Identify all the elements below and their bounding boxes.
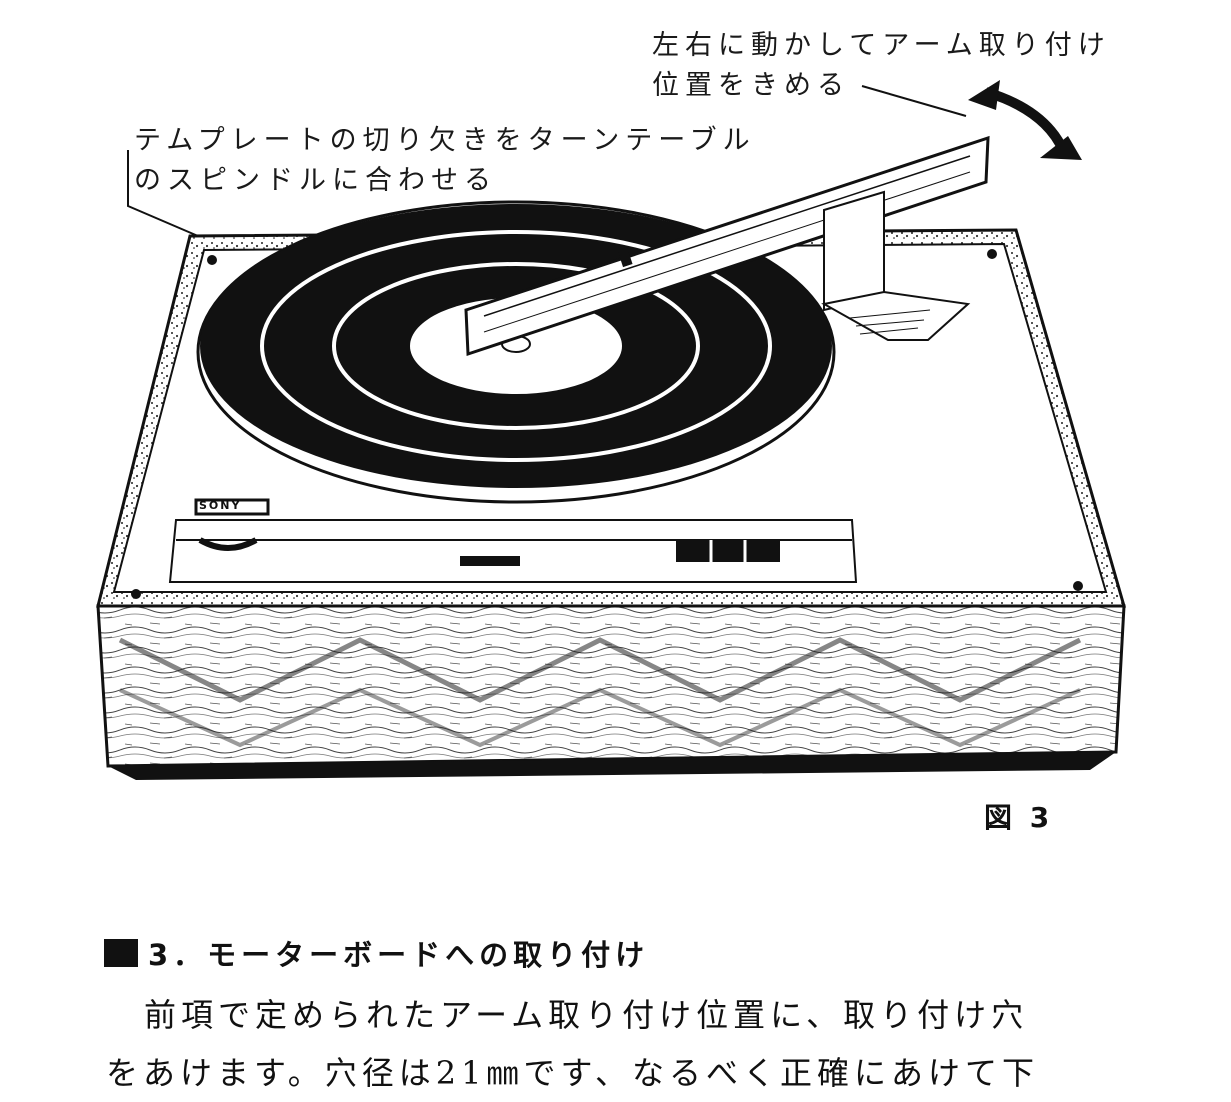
square-bullet-icon [104, 939, 138, 967]
arm-callout-line-1: 左右に動かしてアーム取り付け [652, 30, 1111, 61]
rotate-arrow-icon [968, 80, 1082, 160]
brand-plate: SONY [199, 499, 242, 512]
template-leader-line [127, 150, 199, 237]
template-callout-line-2: のスピンドルに合わせる [134, 165, 497, 196]
turntable-figure: 左右に動かしてアーム取り付け 位置をきめる テムプレートの切り欠きをターンテーブ… [96, 26, 1126, 780]
template-callout: テムプレートの切り欠きをターンテーブル のスピンドルに合わせる [134, 121, 756, 201]
arm-leader-line [861, 85, 967, 117]
figure-label: 図 3 [984, 801, 1054, 834]
section-body: 前項で定められたアーム取り付け位置に、取り付け穴 をあけます。穴径は21㎜です、… [106, 986, 1226, 1102]
turntable-illustration [96, 80, 1126, 780]
template-callout-line-1: テムプレートの切り欠きをターンテーブル [134, 125, 756, 156]
body-line-2: をあけます。穴径は21㎜です、なるべく正確にあけて下 [106, 1054, 1039, 1092]
body-line-1: 前項で定められたアーム取り付け位置に、取り付け穴 [144, 996, 1029, 1034]
section-heading: 3．モーターボードへの取り付け [104, 932, 649, 974]
arm-callout-line-2: 位置をきめる [652, 70, 850, 101]
section-heading-text: 3．モーターボードへの取り付け [148, 938, 650, 972]
arm-template [464, 135, 990, 357]
arm-position-callout: 左右に動かしてアーム取り付け 位置をきめる [652, 26, 1111, 106]
